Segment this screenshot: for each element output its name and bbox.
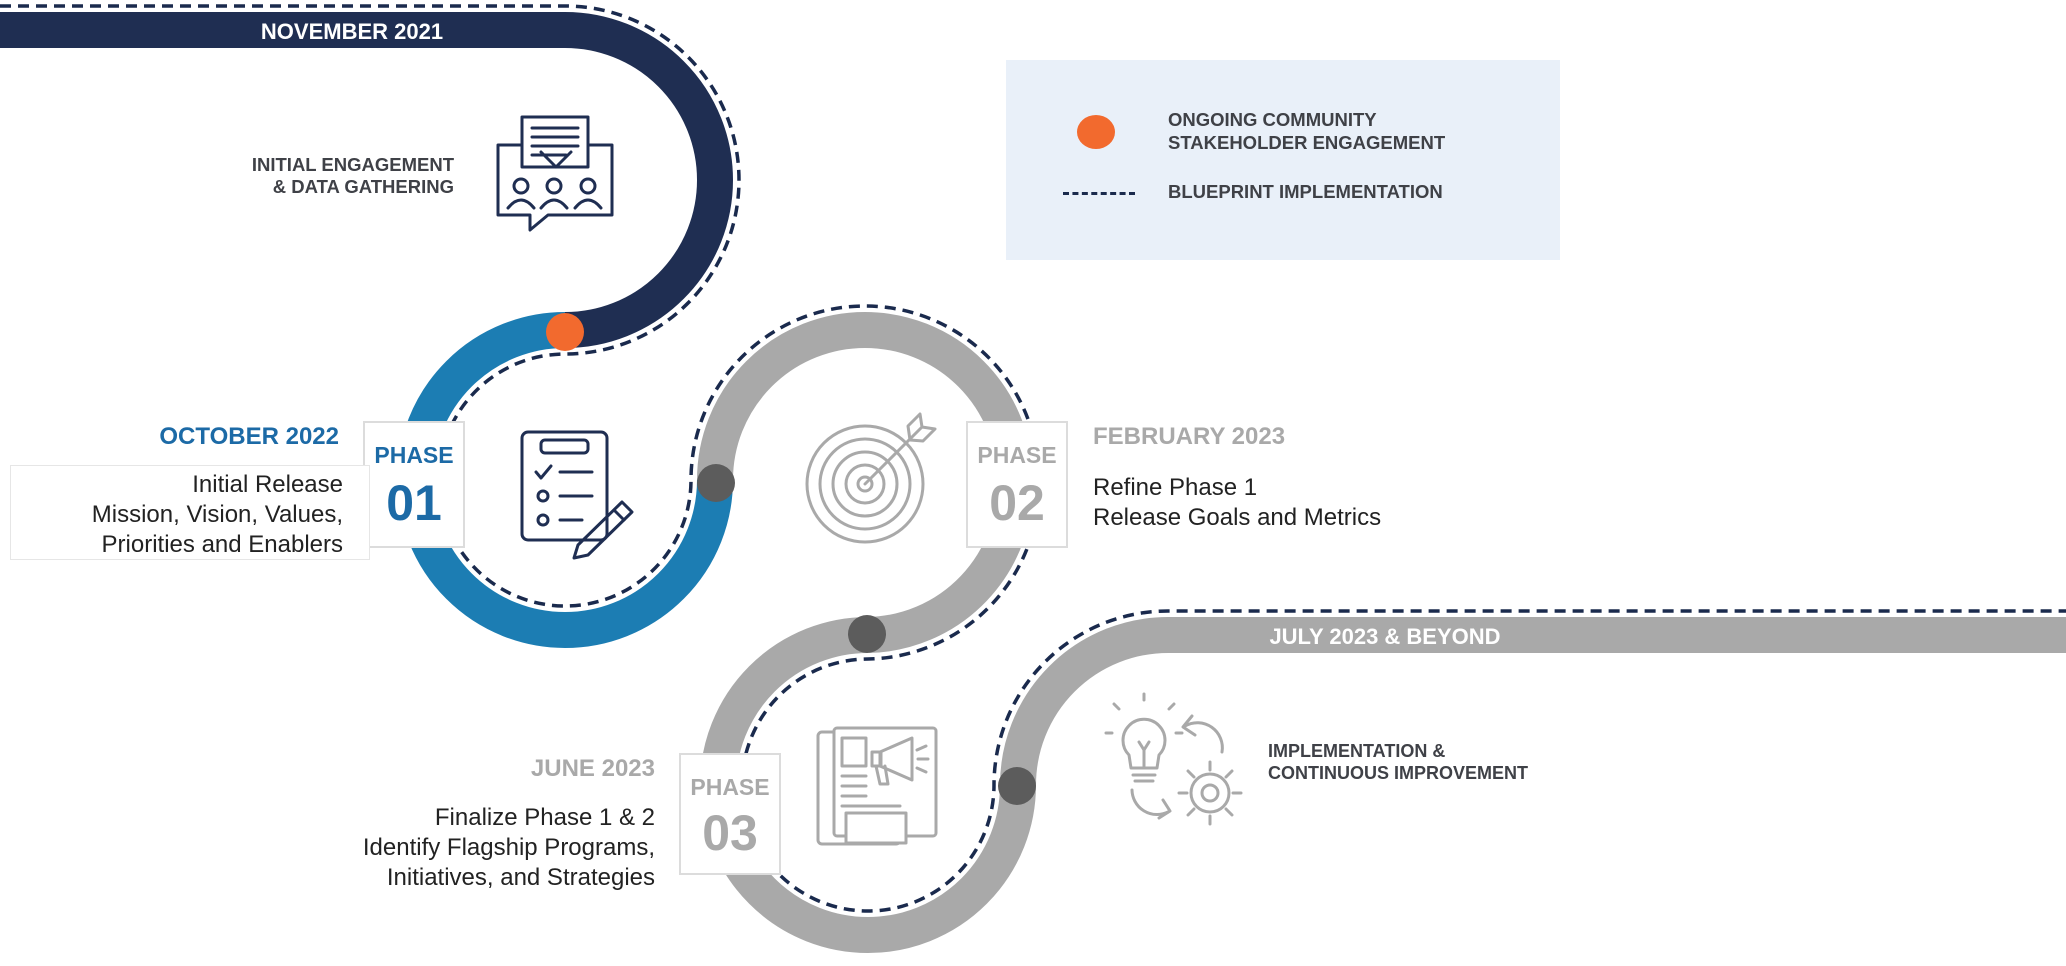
engagement-dot — [546, 313, 584, 351]
road-segment-phase2 — [697, 312, 1034, 653]
dashed-line-icon — [1063, 192, 1135, 195]
phase2-line1: Refine Phase 1 — [1093, 474, 1258, 501]
milestone-dot-2 — [848, 615, 886, 653]
orange-dot-icon — [1077, 115, 1115, 149]
phase1-description: Initial Release Mission, Vision, Values,… — [92, 470, 343, 560]
phase3-line2: Identify Flagship Programs, — [362, 834, 655, 861]
road-segment-phase1 — [397, 312, 733, 649]
end-date-label: JULY 2023 & BEYOND — [1269, 624, 1500, 649]
newspaper-megaphone-icon — [816, 726, 938, 846]
community-discussion-icon — [496, 115, 614, 232]
legend-item-engagement: ONGOING COMMUNITY STAKEHOLDER ENGAGEMENT — [1168, 108, 1445, 154]
start-label: INITIAL ENGAGEMENT & DATA GATHERING — [252, 154, 454, 198]
road-segment-start — [0, 11, 733, 348]
phase3-line3: Initiatives, and Strategies — [386, 864, 655, 891]
phase-number: 02 — [989, 475, 1045, 531]
legend-engagement-line2: STAKEHOLDER ENGAGEMENT — [1168, 132, 1446, 153]
blueprint-dashed-line — [0, 4, 2066, 913]
start-date-label: NOVEMBER 2021 — [261, 19, 443, 44]
phase1-line1: Initial Release — [192, 471, 343, 498]
legend-item-blueprint: BLUEPRINT IMPLEMENTATION — [1168, 180, 1443, 203]
end-label-line2: CONTINUOUS IMPROVEMENT — [1268, 763, 1529, 783]
phase2-line2: Release Goals and Metrics — [1093, 504, 1382, 531]
legend: ONGOING COMMUNITY STAKEHOLDER ENGAGEMENT… — [1006, 60, 1560, 260]
start-label-line2: & DATA GATHERING — [272, 176, 454, 197]
legend-engagement-line1: ONGOING COMMUNITY — [1168, 109, 1377, 130]
milestone-dot-3 — [998, 767, 1036, 805]
lightbulb-gear-cycle-icon — [1104, 692, 1243, 826]
phase1-line2: Mission, Vision, Values, — [91, 501, 343, 528]
phase1-date: OCTOBER 2022 — [159, 423, 339, 450]
end-label: IMPLEMENTATION & CONTINUOUS IMPROVEMENT — [1268, 740, 1528, 784]
phase1-description-box — [10, 465, 370, 560]
phase2-date: FEBRUARY 2023 — [1093, 423, 1286, 450]
phase2-description: Refine Phase 1 Release Goals and Metrics — [1093, 473, 1381, 533]
target-arrow-icon — [805, 412, 937, 544]
phase1-line3: Priorities and Enablers — [101, 531, 343, 558]
phase-badge-01: PHASE 01 — [363, 421, 465, 548]
phase-word: PHASE — [690, 774, 769, 800]
phase-number: 03 — [702, 805, 758, 861]
phase-word: PHASE — [374, 442, 453, 468]
phase3-line1: Finalize Phase 1 & 2 — [434, 804, 655, 831]
road-segment-phase3 — [700, 617, 2066, 954]
phase-word: PHASE — [977, 442, 1056, 468]
milestone-dot-1 — [697, 464, 735, 502]
legend-blueprint-line1: BLUEPRINT IMPLEMENTATION — [1168, 181, 1443, 202]
end-label-line1: IMPLEMENTATION & — [1268, 741, 1446, 761]
checklist-clipboard-icon — [520, 430, 634, 560]
phase3-description: Finalize Phase 1 & 2 Identify Flagship P… — [363, 803, 655, 893]
phase3-date: JUNE 2023 — [530, 755, 655, 782]
start-label-line1: INITIAL ENGAGEMENT — [251, 154, 454, 175]
phase-number: 01 — [386, 475, 442, 531]
phase-badge-02: PHASE 02 — [966, 421, 1068, 548]
phase-badge-03: PHASE 03 — [679, 753, 781, 875]
